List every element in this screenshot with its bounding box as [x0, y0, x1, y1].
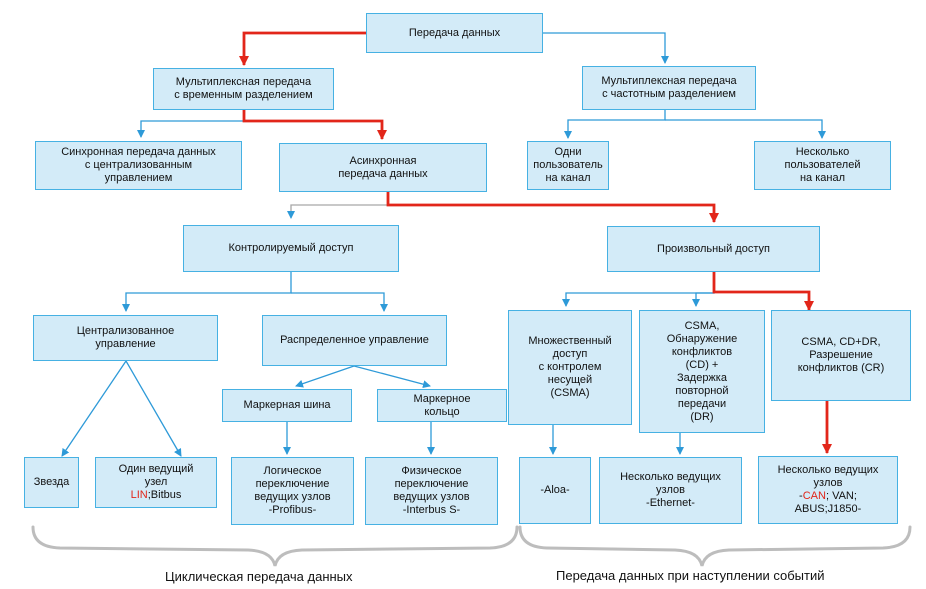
- event-brace: [518, 525, 912, 567]
- node-ethernet: Несколько ведущих узлов -Ethernet-: [599, 457, 742, 524]
- node-aloha: -Aloa-: [519, 457, 591, 524]
- node-centralized-control: Централизованное управление: [33, 315, 218, 361]
- cyclic-transmission-label: Циклическая передача данных: [165, 569, 353, 584]
- multi-master-text: Несколько ведущих узлов -: [777, 464, 879, 502]
- node-token-ring: Маркерное кольцо: [377, 389, 507, 422]
- node-star: Звезда: [24, 457, 79, 508]
- node-csma: Множественный доступ с контролем несущей…: [508, 310, 632, 425]
- cyclic-brace: [31, 525, 519, 567]
- node-async: Асинхронная передача данных: [279, 143, 487, 192]
- lin-label: LIN: [130, 489, 148, 501]
- node-token-bus: Маркерная шина: [222, 389, 352, 422]
- node-distributed-control: Распределенное управление: [262, 315, 447, 366]
- event-transmission-label: Передача данных при наступлении событий: [556, 568, 825, 583]
- node-logical-switching: Логическое переключение ведущих узлов -P…: [231, 457, 354, 525]
- node-csma-cd-dr: CSMA, Обнаружение конфликтов (CD) + Заде…: [639, 310, 765, 433]
- node-single-user: Одни пользователь на канал: [527, 141, 609, 190]
- bitbus-label: ;Bitbus: [147, 489, 182, 501]
- node-tdm: Мультиплексная передача с временным разд…: [153, 68, 334, 110]
- node-random-access: Произвольный доступ: [607, 226, 820, 272]
- node-fdm: Мультиплексная передача с частотным разд…: [582, 66, 756, 110]
- van-abus-label: ; VAN; ABUS;J1850-: [794, 490, 862, 515]
- single-master-text: Один ведущий узел: [118, 463, 194, 488]
- node-csma-cr: CSMA, CD+DR, Разрешение конфликтов (CR): [771, 310, 911, 401]
- node-controlled-access: Контролируемый доступ: [183, 225, 399, 272]
- node-physical-switching: Физическое переключение ведущих узлов -I…: [365, 457, 498, 525]
- node-data-transmission: Передача данных: [366, 13, 543, 53]
- can-label: CAN: [802, 490, 826, 502]
- node-sync-centralized: Синхронная передача данных с централизов…: [35, 141, 242, 190]
- node-multi-user: Несколько пользователей на канал: [754, 141, 891, 190]
- node-multi-master: Несколько ведущих узлов -CAN; VAN; ABUS;…: [758, 456, 898, 524]
- node-single-master: Один ведущий узел LIN;Bitbus: [95, 457, 217, 508]
